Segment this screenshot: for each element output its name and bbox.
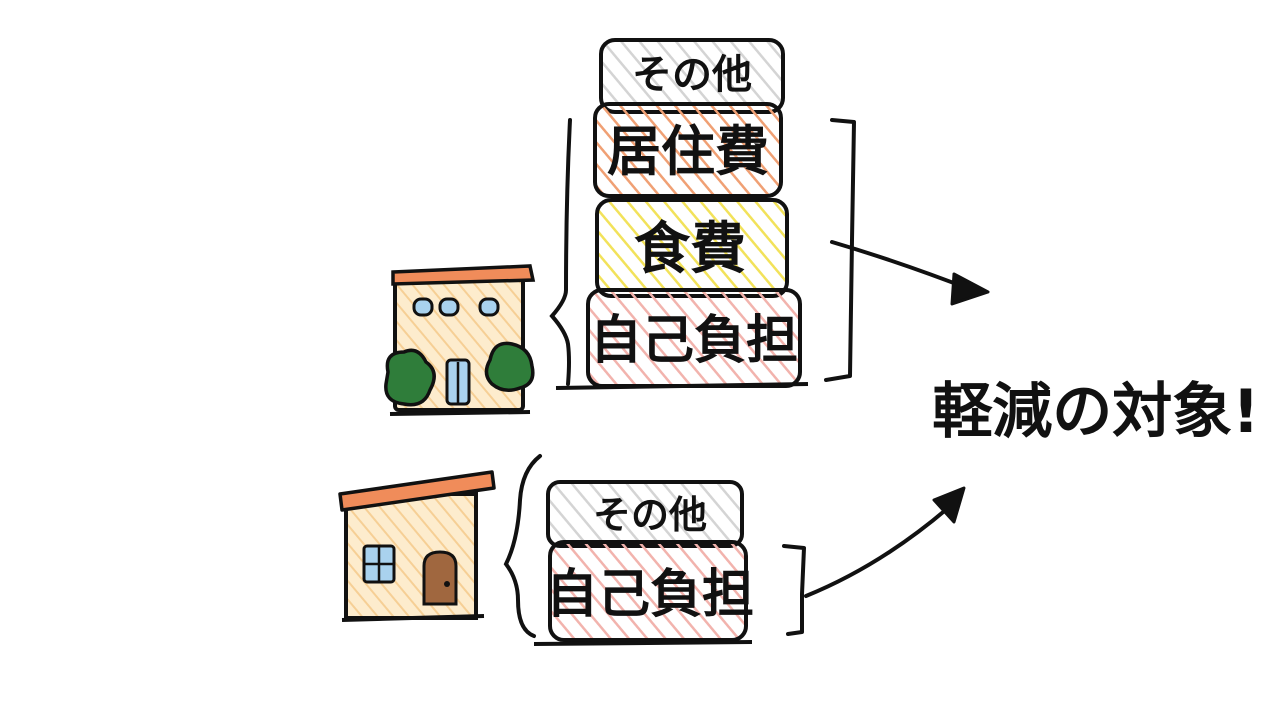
facility-block-housing-label: 居住費	[607, 120, 769, 183]
facility-block-copay: 自己負担	[586, 288, 802, 388]
home-door-icon	[422, 550, 458, 606]
home-cost-stack: その他 自己負担	[533, 480, 754, 646]
home-house-icon	[338, 470, 496, 622]
facility-left-brace	[549, 118, 572, 386]
home-block-other: その他	[546, 480, 744, 548]
facility-building-icon	[384, 264, 536, 416]
facility-arrow	[830, 240, 990, 306]
home-block-other-label: その他	[593, 493, 707, 537]
home-window-icon	[362, 544, 396, 584]
facility-cost-stack: その他 居住費 食費 自己負担	[555, 38, 809, 390]
facility-block-housing: 居住費	[593, 102, 783, 198]
home-block-copay-label: 自己負担	[546, 565, 754, 625]
facility-block-other: その他	[599, 38, 785, 114]
facility-block-copay-label: 自己負担	[590, 311, 798, 371]
reduction-target-label: 軽減の対象!	[932, 377, 1259, 447]
home-right-bracket	[782, 544, 806, 636]
facility-block-food: 食費	[595, 198, 789, 298]
facility-block-other-label: その他	[632, 52, 752, 98]
tree-left-icon	[384, 348, 436, 407]
home-block-copay: 自己負担	[546, 540, 754, 642]
facility-block-food-label: 食費	[634, 217, 746, 282]
tree-right-icon	[484, 341, 535, 392]
home-arrow	[804, 486, 966, 598]
facility-right-bracket	[824, 118, 856, 382]
home-left-brace	[503, 454, 542, 638]
